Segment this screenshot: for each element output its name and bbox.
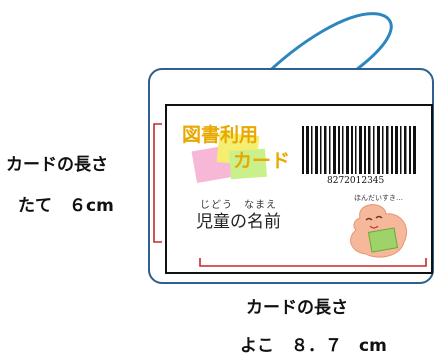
character-eye-right bbox=[375, 215, 383, 219]
width-dimension-value: よこ ８．７ cm bbox=[240, 336, 387, 356]
name-label: 児童の名前 bbox=[196, 212, 281, 232]
character-mouth bbox=[369, 225, 379, 229]
height-dimension-value: たて ６cm bbox=[18, 196, 114, 216]
barcode-bars bbox=[302, 126, 416, 174]
logo-green-square bbox=[229, 148, 267, 180]
character-book bbox=[367, 227, 399, 253]
card-logo-line2: カード bbox=[233, 150, 291, 172]
character-eye-left bbox=[365, 217, 373, 221]
card-logo-shapes bbox=[191, 131, 267, 184]
name-reading: じどう なまえ bbox=[200, 200, 277, 211]
strap-loop bbox=[256, 12, 393, 86]
height-bracket bbox=[153, 123, 162, 243]
width-bracket bbox=[199, 258, 427, 267]
height-dimension-title: カードの長さ bbox=[6, 155, 108, 175]
barcode-number: 8272012345 bbox=[327, 176, 385, 186]
width-dimension-title: カードの長さ bbox=[246, 298, 348, 318]
card-logo-line1: 図書利用 bbox=[182, 124, 259, 146]
barcode bbox=[302, 126, 416, 174]
book-loving-character bbox=[350, 204, 408, 258]
character-caption: ほんだいすき… bbox=[354, 194, 403, 202]
